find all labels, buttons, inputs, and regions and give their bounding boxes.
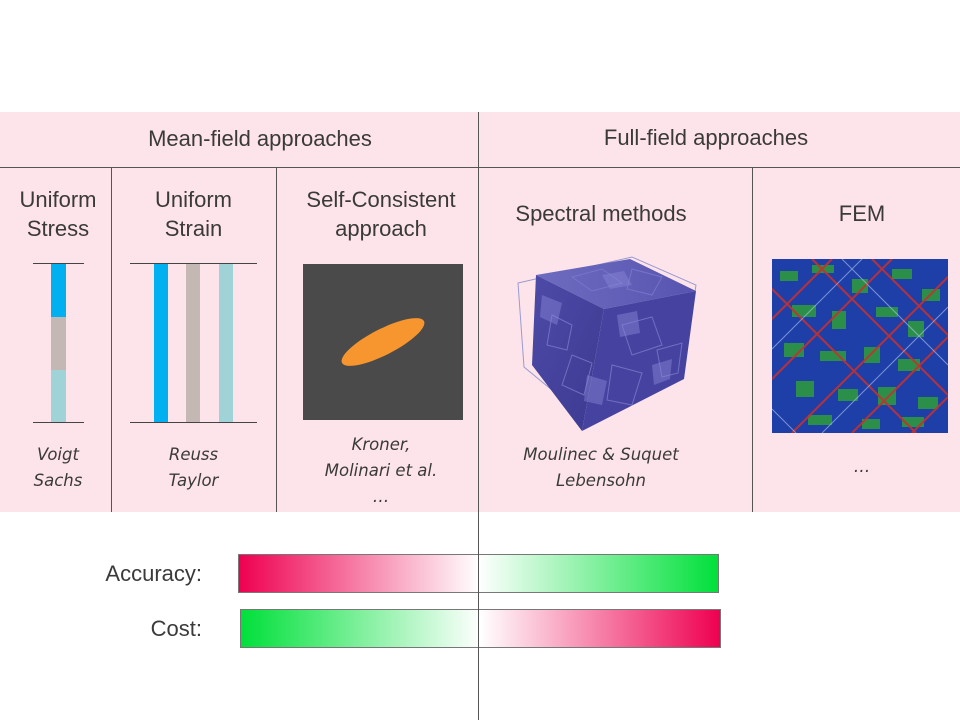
cost-scale-bar bbox=[240, 609, 721, 648]
title-line: Self-Consistent bbox=[306, 187, 456, 212]
column-divider-2 bbox=[276, 167, 277, 512]
uniform-strain-title: Uniform Strain bbox=[111, 185, 276, 243]
title-line: Strain bbox=[164, 216, 223, 241]
mean-field-header: Mean-field approaches bbox=[148, 126, 372, 151]
strain-phase-teal bbox=[219, 264, 233, 422]
fem-title: FEM bbox=[838, 201, 886, 226]
title-line: approach bbox=[335, 216, 427, 241]
ref-line: Moulinec & Suquet bbox=[523, 445, 679, 464]
stress-phase-blue bbox=[51, 264, 66, 317]
self-consistent-title: Self-Consistent approach bbox=[276, 185, 486, 243]
mean-full-divider bbox=[478, 112, 479, 720]
uniform-stress-title: Uniform Stress bbox=[0, 185, 116, 243]
title-line: Stress bbox=[26, 216, 90, 241]
inclusion-ellipse bbox=[341, 318, 425, 366]
ref-line: Molinari et al. bbox=[324, 461, 438, 480]
cube-side-face bbox=[582, 291, 696, 431]
self-consistent-refs: Kroner, Molinari et al. … bbox=[276, 432, 486, 510]
ref-line: … bbox=[372, 487, 390, 506]
stress-phase-teal bbox=[51, 370, 66, 422]
spectral-refs: Moulinec & Suquet Lebensohn bbox=[478, 442, 724, 494]
grain-highlights bbox=[540, 271, 672, 405]
stress-bottom-plate bbox=[33, 422, 84, 423]
ref-line: Sachs bbox=[33, 471, 83, 490]
column-divider-1 bbox=[111, 167, 112, 512]
cost-label: Cost: bbox=[150, 616, 202, 641]
cube-top-face bbox=[536, 259, 696, 309]
stress-phase-gray bbox=[51, 317, 66, 370]
ref-line: Reuss bbox=[168, 445, 219, 464]
scale-midline bbox=[478, 540, 479, 720]
strain-phase-gray bbox=[186, 264, 200, 422]
ref-line: Taylor bbox=[168, 471, 219, 490]
fem-field-map-image bbox=[772, 259, 948, 433]
cube-front-face bbox=[532, 275, 604, 431]
spectral-methods-title: Spectral methods bbox=[515, 201, 687, 226]
inclusion-in-matrix-illustration bbox=[303, 264, 463, 420]
strain-top-plate bbox=[130, 263, 257, 264]
fem-shear-bands bbox=[772, 259, 948, 433]
fem-refs: … bbox=[853, 457, 871, 476]
uniform-strain-refs: Reuss Taylor bbox=[111, 442, 276, 494]
polycrystal-cube-image bbox=[517, 256, 697, 431]
header-divider bbox=[0, 167, 960, 168]
title-line: Uniform bbox=[19, 187, 97, 212]
stress-top-plate bbox=[33, 263, 84, 264]
strain-phase-blue bbox=[154, 264, 168, 422]
uniform-stress-refs: Voigt Sachs bbox=[0, 442, 116, 494]
ref-line: Voigt bbox=[37, 445, 79, 464]
ref-line: Lebensohn bbox=[555, 471, 647, 490]
title-line: Uniform bbox=[154, 187, 232, 212]
column-divider-3 bbox=[752, 167, 753, 512]
strain-bottom-plate bbox=[130, 422, 257, 423]
accuracy-label: Accuracy: bbox=[105, 561, 202, 586]
grain-pattern bbox=[546, 268, 683, 406]
full-field-header: Full-field approaches bbox=[603, 125, 809, 150]
fem-light-bands bbox=[772, 259, 948, 433]
ref-line: Kroner, bbox=[351, 435, 411, 454]
